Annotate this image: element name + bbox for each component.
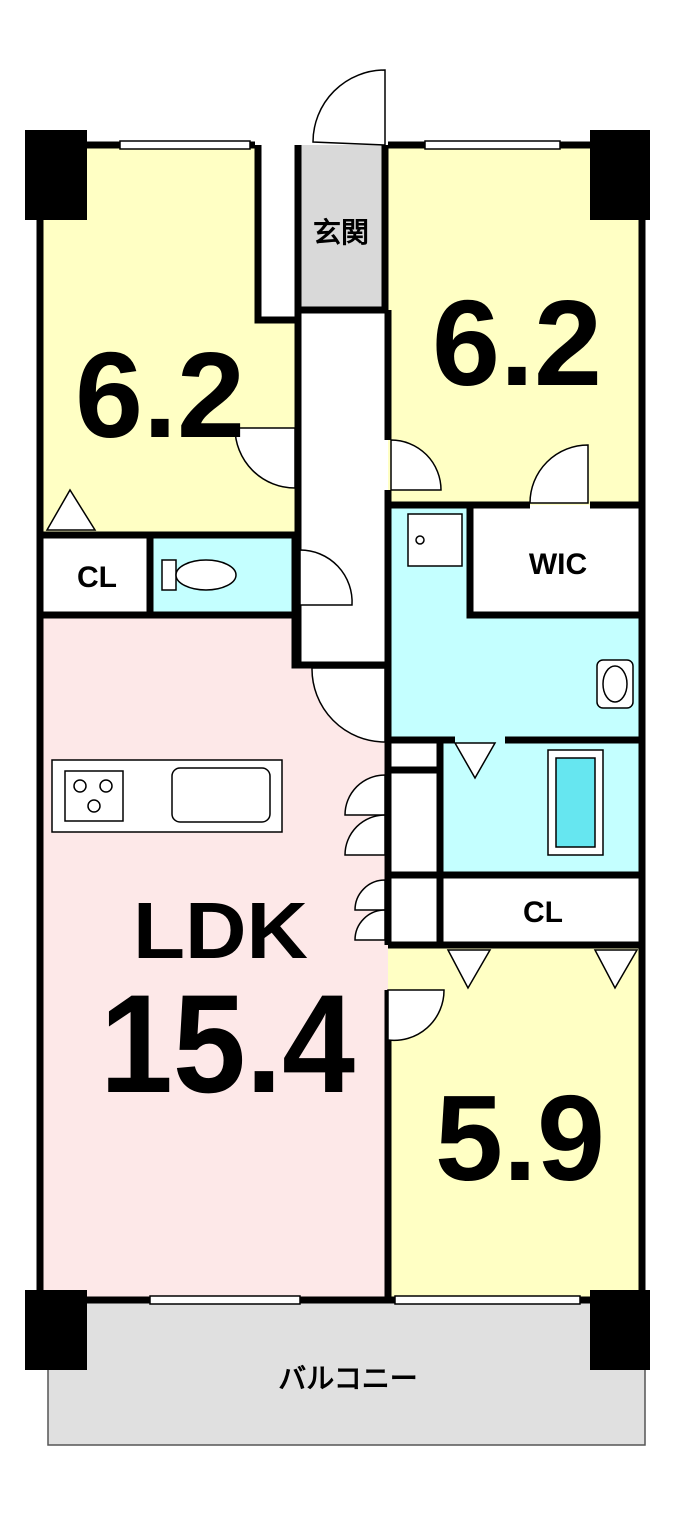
closet-e: [440, 875, 642, 945]
closet-e-label: CL: [523, 896, 563, 929]
ldk-size: 15.4: [100, 965, 355, 1122]
toilet-bowl: [175, 559, 237, 591]
stove: [64, 770, 124, 822]
storage-small: [388, 740, 440, 945]
doors[interactable]: [234, 69, 589, 1042]
balcony: [47, 1299, 646, 1446]
ldk: [40, 615, 388, 1300]
toilet-tank: [161, 559, 177, 591]
closet-w: [40, 535, 150, 615]
sink: [171, 767, 271, 823]
wic: [470, 505, 642, 615]
corridor: [298, 310, 388, 665]
fixtures: [51, 513, 634, 856]
entrance-label: 玄関: [313, 216, 369, 249]
entrance: [298, 145, 385, 310]
closet-w-label: CL: [77, 561, 117, 594]
washing-machine-pan: [407, 513, 463, 567]
closet-markers: [45, 488, 639, 990]
pillars: [25, 130, 650, 1370]
bedroom-ne-size: 6.2: [432, 275, 602, 411]
wic-label: WIC: [529, 548, 587, 581]
closet-nw-strip: [258, 145, 295, 320]
windows: [119, 140, 581, 1305]
balcony-label: バルコニー: [278, 1362, 417, 1395]
bedroom-se-size: 5.9: [435, 1070, 605, 1206]
ldk-name: LDK: [133, 886, 308, 975]
bedroom-nw-size: 6.2: [75, 327, 245, 463]
